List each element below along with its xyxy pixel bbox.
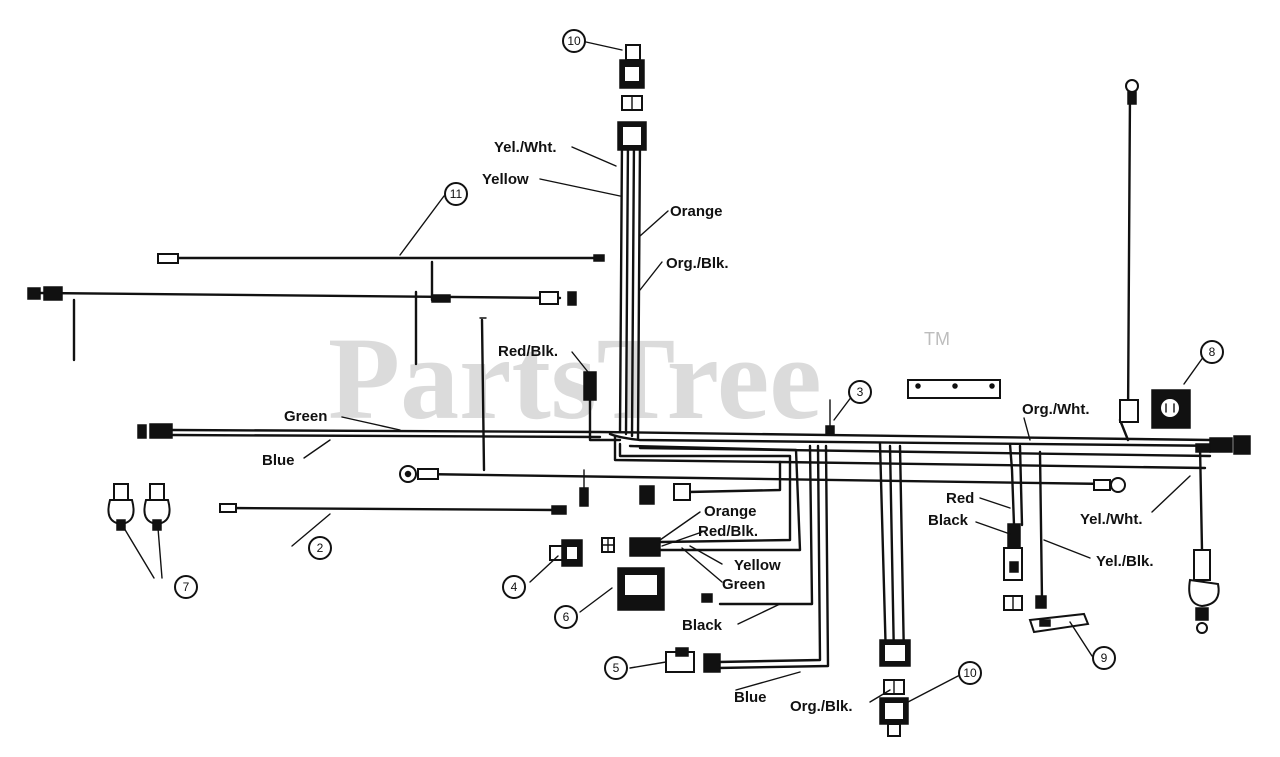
callout-10-top: 10 — [562, 29, 586, 53]
label-org-blk-top: Org./Blk. — [666, 255, 729, 272]
label-yellow-mid: Yellow — [734, 557, 781, 574]
ring-terminal-lead — [399, 465, 1126, 493]
label-red-blk-mid: Red/Blk. — [698, 523, 758, 540]
wire-labels: Yel./Wht. Yellow Orange Org./Blk. Red/Bl… — [262, 139, 1154, 715]
bracket-plate — [825, 379, 1001, 435]
label-blue-bottom: Blue — [734, 689, 767, 706]
component-6 — [617, 567, 713, 611]
svg-text:9: 9 — [1101, 651, 1108, 665]
label-yel-wht-top: Yel./Wht. — [494, 139, 557, 156]
mid-connectors — [579, 469, 691, 507]
label-blue-left: Blue — [262, 452, 295, 469]
left-lead-connector — [137, 423, 173, 439]
right-drop-connectors — [1003, 523, 1047, 611]
callout-3: 3 — [848, 380, 872, 404]
svg-text:10: 10 — [567, 34, 581, 48]
label-yel-blk-right: Yel./Blk. — [1096, 553, 1154, 570]
svg-text:7: 7 — [183, 580, 190, 594]
callout-10-bottom: 10 — [958, 661, 982, 685]
label-org-wht-right: Org./Wht. — [1022, 401, 1090, 418]
top-right-lead — [1119, 79, 1139, 423]
label-orange-top: Orange — [670, 203, 723, 220]
label-black-mid: Black — [682, 617, 723, 634]
watermark-trademark: TM — [924, 329, 950, 349]
component-9 — [1028, 612, 1090, 634]
callout-11: 11 — [444, 182, 468, 206]
callout-5: 5 — [604, 656, 628, 680]
svg-text:8: 8 — [1209, 345, 1216, 359]
center-probe — [479, 317, 487, 472]
label-red-right: Red — [946, 490, 974, 507]
connector-bottom — [879, 639, 911, 737]
callout-9: 9 — [1092, 646, 1116, 670]
svg-text:6: 6 — [563, 610, 570, 624]
left-upper-harness — [27, 253, 605, 366]
svg-text:3: 3 — [857, 385, 864, 399]
component-2-lead — [219, 503, 567, 515]
right-end-connector — [1195, 435, 1251, 455]
label-yellow-top: Yellow — [482, 171, 529, 188]
callout-2: 2 — [308, 536, 332, 560]
callout-4: 4 — [502, 575, 526, 599]
right-bulb-socket — [1188, 549, 1220, 634]
label-yel-wht-right: Yel./Wht. — [1080, 511, 1143, 528]
main-harness — [170, 90, 1232, 670]
svg-text:11: 11 — [450, 187, 463, 201]
label-orange-mid: Orange — [704, 503, 757, 520]
callouts: 10 11 3 8 2 7 4 6 — [174, 29, 1224, 685]
label-green-left: Green — [284, 408, 327, 425]
callout-6: 6 — [554, 605, 578, 629]
component-7-bulbs — [107, 483, 171, 531]
component-8-right — [1151, 389, 1191, 429]
label-black-right: Black — [928, 512, 969, 529]
watermark-text: PartsTree — [328, 313, 822, 444]
callout-8-right: 8 — [1200, 340, 1224, 364]
label-green-mid: Green — [722, 576, 765, 593]
component-4 — [549, 537, 661, 567]
red-blk-connector — [583, 371, 622, 442]
leader-lines — [123, 41, 1205, 703]
component-5 — [665, 647, 721, 673]
label-org-blk-bottom: Org./Blk. — [790, 698, 853, 715]
svg-text:5: 5 — [613, 661, 620, 675]
svg-text:2: 2 — [317, 541, 324, 555]
callout-7: 7 — [174, 575, 198, 599]
svg-text:10: 10 — [963, 666, 977, 680]
connector-top — [617, 44, 647, 151]
label-red-blk-left: Red/Blk. — [498, 343, 558, 360]
svg-text:4: 4 — [511, 580, 518, 594]
